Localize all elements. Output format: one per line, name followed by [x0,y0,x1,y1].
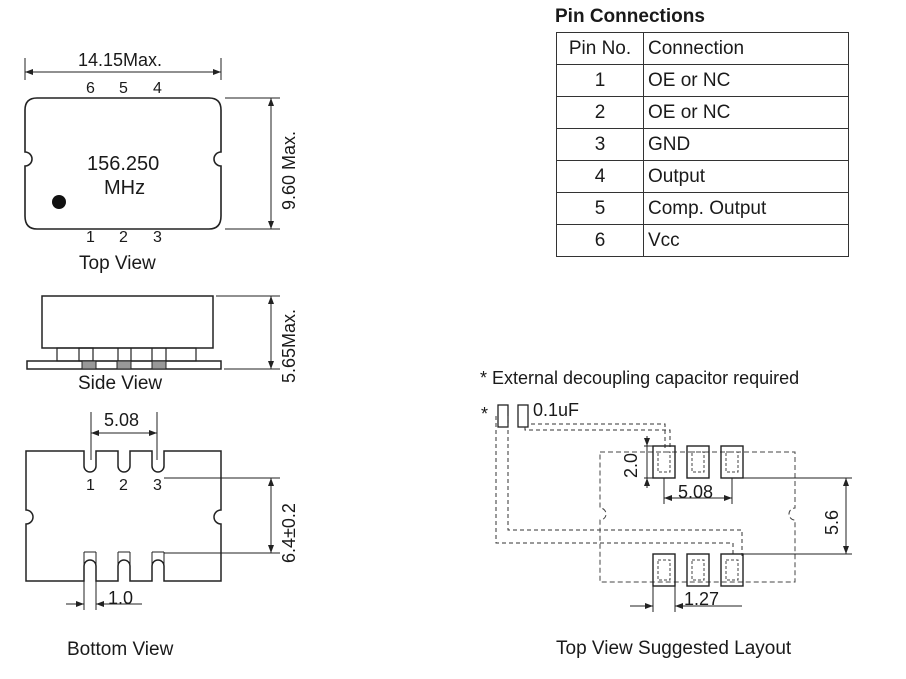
top-width-dimension: 14.15Max. [78,50,163,70]
pin-function: Vcc [643,224,849,257]
top-view-caption: Top View [79,253,156,274]
frequency-marking: 156.250 [87,153,160,175]
pin-number: 4 [556,160,644,193]
pin-number: 5 [556,192,644,225]
bottom-height-dimension: 6.4±0.2 [279,503,299,563]
pin-function: GND [643,128,849,161]
pin-connections-title: Pin Connections [555,6,705,27]
pin1-marker-dot [52,195,66,209]
bottom-pin-2: 2 [119,477,128,494]
pin-function: Output [643,160,849,193]
top-pin-1: 1 [86,229,95,246]
top-pin-4: 4 [153,80,162,97]
top-height-dimension: 9.60 Max. [279,130,299,210]
top-pin-5: 5 [119,80,128,97]
capacitor-value-label: 0.1uF [533,400,580,420]
table-row: 3 GND [556,128,849,161]
top-pin-3: 3 [153,229,162,246]
layout-asterisk: * [481,404,489,424]
pad-spacing-dimension: 2.0 [621,452,641,478]
frequency-unit-marking: MHz [104,177,146,199]
pin-number: 3 [556,128,644,161]
side-height-dimension: 5.65Max. [279,308,299,383]
suggested-layout-drawing [495,404,852,612]
header-pin-no: Pin No. [556,32,644,65]
pin-connections-table: Pin No. Connection 1 OE or NC 2 OE or NC… [556,32,849,257]
bottom-pitch-dimension: 5.08 [104,410,140,430]
table-header-row: Pin No. Connection [556,32,849,65]
table-row: 6 Vcc [556,224,849,257]
pin-function: OE or NC [643,64,849,97]
bottom-pin-1: 1 [86,477,95,494]
top-pin-2: 2 [119,229,128,246]
layout-pitch-dimension: 5.08 [678,482,714,502]
top-view-package [24,97,222,230]
layout-pad-dimension: 1.27 [684,589,720,609]
pin-function: Comp. Output [643,192,849,225]
top-view-drawing [24,58,280,610]
layout-height-dimension: 5.6 [822,509,842,535]
table-row: 1 OE or NC [556,64,849,97]
layout-caption: Top View Suggested Layout [556,638,792,659]
table-row: 2 OE or NC [556,96,849,129]
header-connection: Connection [643,32,849,65]
decoupling-note: * External decoupling capacitor required [480,368,800,388]
table-row: 5 Comp. Output [556,192,849,225]
side-view-body [41,295,214,349]
pin-function: OE or NC [643,96,849,129]
side-view-caption: Side View [78,373,163,394]
bottom-view-caption: Bottom View [67,639,174,660]
pad-width-dimension: 1.0 [108,588,134,608]
bottom-view-package [25,450,222,582]
pin-number: 2 [556,96,644,129]
pin-number: 6 [556,224,644,257]
bottom-pin-3: 3 [153,477,162,494]
top-pin-6: 6 [86,80,95,97]
pin-number: 1 [556,64,644,97]
table-row: 4 Output [556,160,849,193]
